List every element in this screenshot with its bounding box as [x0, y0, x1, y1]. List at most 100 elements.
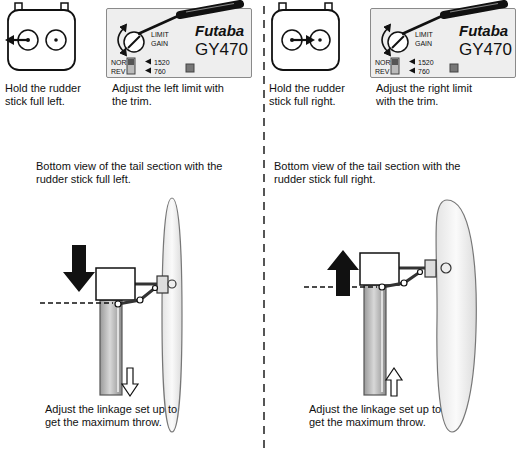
text-holder: GY470: [195, 41, 248, 58]
tail-boom: [100, 300, 122, 395]
tail-gearbox: [96, 268, 135, 300]
pushrod-arrow: [122, 368, 138, 396]
text-holder: GAIN: [415, 40, 432, 47]
bellcrank: [115, 301, 121, 307]
panel-label: GAIN: [415, 40, 432, 47]
instruction-text: Adjust the right limit with the trim.: [376, 82, 494, 108]
trim-dial: [388, 32, 408, 52]
pushrod-arrow: [386, 368, 402, 396]
screwdriver: [450, 4, 498, 13]
brand-name: Futaba: [195, 23, 244, 38]
tail-gearbox: [157, 276, 168, 293]
stick-arrow: [26, 38, 30, 42]
adjust-arrow: [120, 48, 127, 56]
bellcrank: [115, 286, 158, 308]
instruction-text: Hold the rudder stick full right.: [269, 82, 365, 108]
bellcrank: [118, 288, 155, 304]
text-holder: 1520: [418, 59, 434, 66]
model-name: GY470: [459, 41, 512, 58]
stick-arrow: [5, 35, 30, 45]
text-holder: REV: [111, 68, 125, 75]
panel-label: LIMIT: [151, 31, 169, 38]
transmitter-icon: [272, 3, 339, 70]
panel-label: GAIN: [151, 40, 168, 47]
adjust-arrow: [382, 28, 388, 52]
brand-name: Futaba: [459, 23, 508, 38]
screwdriver: [138, 16, 178, 34]
transmitter-icon: [46, 30, 66, 50]
tail-gearbox: [360, 253, 399, 285]
trim-slot: [392, 36, 404, 48]
instruction-text: Bottom view of the tail section with the…: [36, 160, 251, 186]
panel-label: 1520: [418, 59, 434, 66]
movement-arrow: [327, 250, 359, 296]
text-holder: Hold the rudder stick full right.: [269, 82, 365, 108]
gyro-controls: [382, 24, 458, 74]
bellcrank: [153, 286, 158, 291]
text-holder: 1520: [154, 59, 170, 66]
adjust-arrow: [120, 24, 127, 32]
stick-arrow: [5, 35, 14, 45]
text-holder: Hold the rudder stick full left.: [5, 82, 101, 108]
pushrod-arrow: [386, 368, 402, 396]
status-led: [186, 64, 194, 72]
transmitter-icon: [8, 3, 75, 70]
pointer-triangle: [145, 68, 151, 74]
text-holder: GY470: [459, 41, 512, 58]
instruction-text: Bottom view of the tail section with the…: [274, 160, 489, 186]
direction-switch: [127, 58, 135, 74]
transmitter-icon: [54, 38, 58, 42]
text-holder: LIMIT: [151, 31, 169, 38]
text-holder: REV: [375, 68, 389, 75]
screwdriver: [444, 4, 504, 15]
instruction-text: Hold the rudder stick full left.: [5, 82, 101, 108]
text-holder: Bottom view of the tail section with the…: [274, 160, 489, 186]
instruction-text: Adjust the linkage set up to get the max…: [45, 403, 180, 429]
bellcrank: [379, 270, 423, 291]
tail-gearbox: [399, 267, 428, 270]
status-led: [450, 64, 458, 72]
stick-arrow: [306, 35, 315, 45]
tail-rotor-blade: [162, 198, 182, 432]
pushrod-arrow: [122, 368, 138, 396]
adjust-arrow: [384, 24, 391, 32]
trim-dial: [124, 32, 144, 52]
pointer-triangle: [409, 59, 415, 65]
gyro-controls: [118, 24, 194, 74]
panel-label: NOR: [111, 59, 127, 66]
tail-gearbox: [425, 260, 436, 277]
tail-boom: [117, 304, 119, 392]
text-holder: GAIN: [151, 40, 168, 47]
pointer-triangle: [409, 68, 415, 74]
panel-label: REV: [375, 68, 389, 75]
panel-label: NOR: [375, 59, 391, 66]
movement-arrow: [63, 245, 95, 292]
bellcrank: [379, 284, 385, 290]
tail-gearbox: [168, 280, 176, 288]
tail-gearbox: [360, 253, 399, 285]
tail-rotor-blade: [162, 198, 182, 432]
stick-arrow: [290, 38, 294, 42]
text-holder: Adjust the left limit with the trim.: [112, 82, 226, 108]
reference-line: [40, 303, 113, 304]
tail-rotor-blade: [436, 200, 476, 432]
direction-switch: [392, 59, 398, 65]
movement-arrow: [327, 250, 359, 296]
model-name: GY470: [195, 41, 248, 58]
tail-boom: [364, 285, 386, 395]
text-holder: Futaba: [459, 23, 508, 38]
tail-gearbox: [96, 268, 135, 300]
adjust-arrow: [384, 48, 391, 56]
pointer-triangle: [145, 59, 151, 65]
screwdriver: [180, 4, 240, 15]
panel-label: 760: [154, 68, 166, 75]
tail-gearbox: [135, 283, 160, 286]
stick-arrow: [12, 39, 28, 41]
text-holder: Adjust the right limit with the trim.: [376, 82, 494, 108]
stick-arrow: [292, 39, 308, 41]
screwdriver: [402, 16, 442, 34]
divider-line: [263, 6, 265, 452]
